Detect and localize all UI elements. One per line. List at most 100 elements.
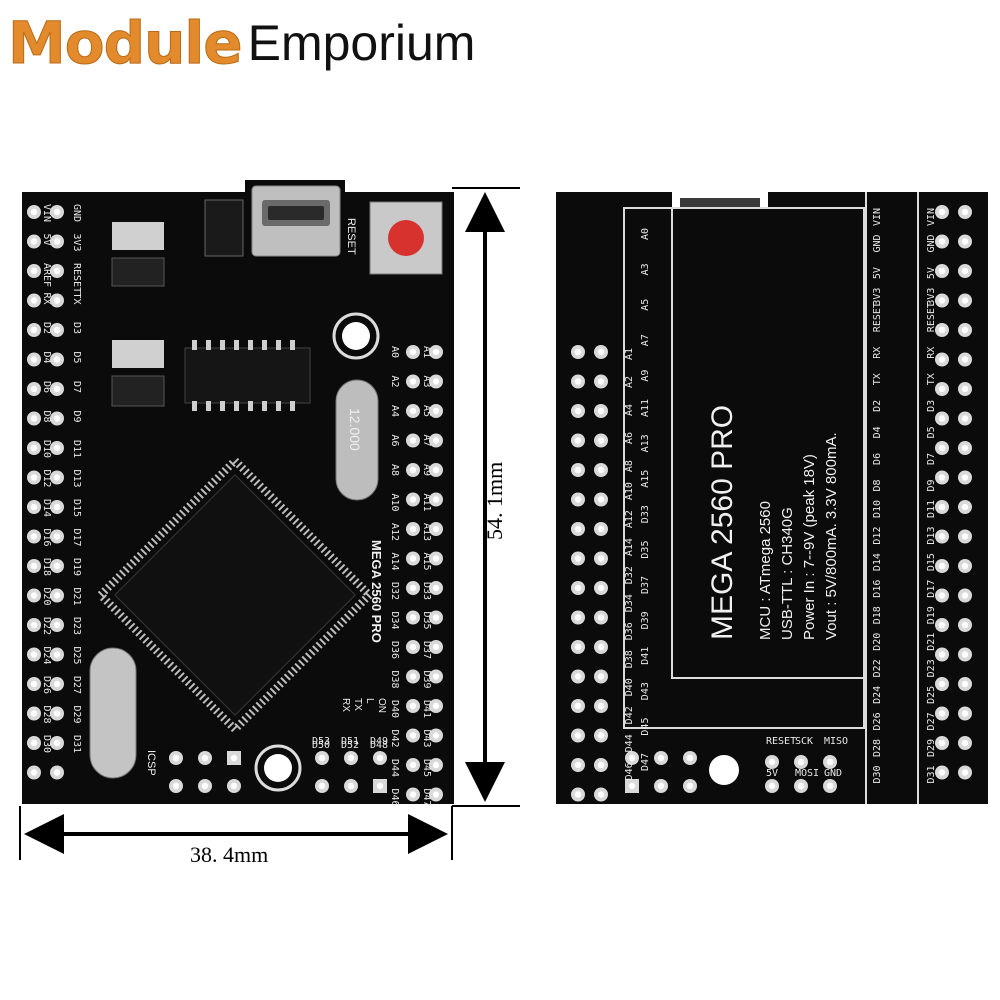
pin-label: A0 <box>389 346 400 358</box>
pin-label: D13 <box>926 527 937 545</box>
pin-label: D28 <box>41 706 52 724</box>
pin-pad <box>27 441 41 455</box>
pin-pad <box>594 551 608 566</box>
spec-mcu: MCU : ATmega 2560 <box>757 501 774 640</box>
pin-label: A4 <box>624 404 635 416</box>
back-headers <box>571 205 972 802</box>
pin-label: D43 <box>421 730 432 748</box>
pin-label: D12 <box>41 470 52 488</box>
spec-usb: USB-TTL : CH340G <box>779 507 796 640</box>
pin-pad <box>935 264 949 278</box>
pin-pad <box>50 382 64 396</box>
pin-pad <box>406 433 420 448</box>
regulator-top <box>112 222 164 250</box>
height-label: 54. 1mm <box>482 462 507 540</box>
pin-label: A1 <box>421 346 432 358</box>
regulator-bottom <box>112 340 164 368</box>
pin-pad <box>227 779 241 793</box>
pin-label: A8 <box>624 460 635 472</box>
pin-pad <box>935 382 949 396</box>
pin-label: D38 <box>389 671 400 689</box>
pin-pad <box>429 463 443 477</box>
front-model-label: MEGA 2560 PRO <box>369 540 384 643</box>
pin-label: D41 <box>421 700 432 718</box>
pin-pad <box>406 345 420 359</box>
pin-label: RESET <box>766 736 796 747</box>
pin-label: D8 <box>41 411 52 423</box>
front-board: RESET 12.000 MEGA 2560 PRO ICSP <box>22 180 454 807</box>
pin-label: A1 <box>624 348 635 360</box>
pin-label: D3 <box>71 322 82 334</box>
pin-pad <box>429 492 443 507</box>
pin-label: D45 <box>421 759 432 777</box>
back-pin-labels: A1A2A4A6A8A10A12A14D32D34D36D38D40D42D44… <box>624 208 937 784</box>
pin-pad <box>27 618 41 632</box>
pin-label: D17 <box>71 529 82 547</box>
pin-label: D24 <box>41 647 52 665</box>
pin-pad <box>571 610 585 625</box>
pin-pad <box>594 669 608 684</box>
pin-pad <box>406 610 420 625</box>
pin-label: D28 <box>872 739 883 757</box>
pin-pad <box>958 706 972 721</box>
pin-pad <box>50 234 64 249</box>
pin-pad <box>958 529 972 544</box>
pin-pad <box>571 345 585 359</box>
pin-pad <box>227 751 241 765</box>
pin-pad <box>571 728 585 743</box>
pin-label: D49 <box>370 736 388 747</box>
pin-label: D39 <box>421 671 432 689</box>
led-label-l: L <box>364 698 375 704</box>
pin-pad <box>429 551 443 566</box>
pin-label: D16 <box>872 580 883 598</box>
pin-label: D9 <box>71 411 82 423</box>
pin-label: D11 <box>71 440 82 458</box>
pin-pad <box>935 588 949 603</box>
front-right-header <box>406 345 443 802</box>
pin-pad <box>958 323 972 337</box>
pin-label: D32 <box>624 566 635 584</box>
pin-pad <box>935 529 949 544</box>
pin-label: A3 <box>421 376 432 388</box>
pin-label: D29 <box>926 739 937 757</box>
pin-pad <box>406 728 420 743</box>
pin-pad <box>794 779 808 793</box>
pin-pad <box>429 610 443 625</box>
pin-label: A4 <box>389 405 400 417</box>
pin-pad <box>958 352 972 367</box>
pin-pad <box>935 441 949 455</box>
pin-label: D19 <box>71 558 82 576</box>
width-label: 38. 4mm <box>190 842 268 867</box>
pin-pad <box>27 234 41 249</box>
pin-label: D3 <box>926 400 937 412</box>
pin-pad <box>429 522 443 536</box>
pin-label: D17 <box>926 580 937 598</box>
mount-hole-bottom <box>264 754 292 782</box>
pin-pad <box>27 588 41 603</box>
pin-pad <box>406 492 420 507</box>
pin-label: D18 <box>872 606 883 624</box>
pin-pad <box>654 779 668 793</box>
pin-label: A7 <box>640 334 651 346</box>
pin-pad <box>935 559 949 573</box>
pin-pad <box>429 758 443 772</box>
pin-pad <box>958 470 972 485</box>
led-label-rx: RX <box>340 698 351 712</box>
pin-pad <box>50 588 64 603</box>
pin-pad <box>594 404 608 418</box>
pin-pad <box>198 751 212 765</box>
pin-pad <box>27 706 41 721</box>
pin-label: D41 <box>640 647 651 665</box>
pin-label: D36 <box>389 641 400 659</box>
pin-pad <box>27 411 41 426</box>
pin-label: D40 <box>624 678 635 696</box>
pin-label: TX <box>71 293 82 305</box>
pin-label: D37 <box>640 576 651 594</box>
pin-label: A13 <box>640 434 651 452</box>
pin-pad <box>50 293 64 308</box>
pin-pad <box>958 559 972 573</box>
dimension-markers: 54. 1mm 38. 4mm <box>19 187 520 867</box>
